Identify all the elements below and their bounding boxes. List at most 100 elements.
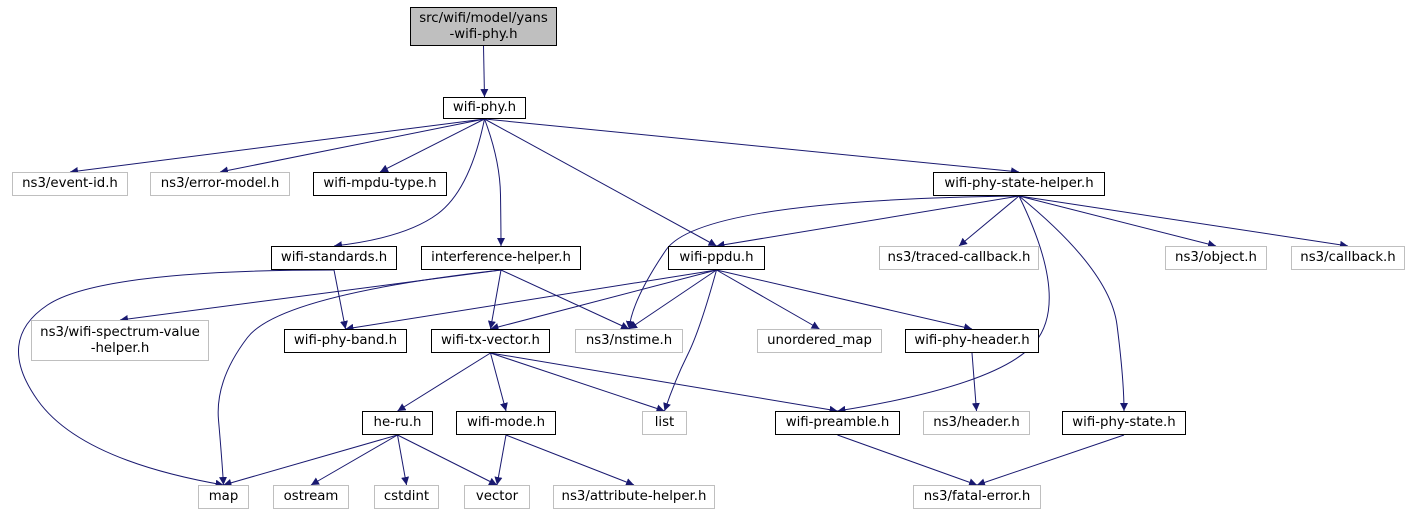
node-wifi-mpdu-type-h[interactable]: wifi-mpdu-type.h	[313, 172, 447, 196]
node-list: list	[642, 411, 687, 435]
edge-ppdu-to-band	[345, 269, 717, 332]
node-ns3-attribute-helper-h: ns3/attribute-helper.h	[553, 485, 715, 509]
node-wifi-phy-state-helper-h[interactable]: wifi-phy-state-helper.h	[933, 172, 1105, 196]
node-label: ns3/object.h	[1175, 250, 1257, 265]
edge-state-helper-to-traced-cb	[958, 195, 1020, 247]
edge-tx-vector-to-list	[490, 352, 665, 413]
node-he-ru-h[interactable]: he-ru.h	[362, 411, 433, 435]
edge-phy-state-to-fatal-error	[976, 434, 1125, 487]
node-wifi-phy-h[interactable]: wifi-phy.h	[443, 97, 526, 119]
node-map: map	[198, 485, 249, 509]
node-label: wifi-standards.h	[280, 250, 388, 265]
edge-state-helper-to-phy-state	[1018, 195, 1128, 412]
node-label: wifi-phy-header.h	[914, 333, 1030, 348]
edge-he-ru-to-ostream	[310, 434, 398, 486]
node-label: wifi-preamble.h	[785, 415, 890, 430]
edge-ppdu-to-nstime	[628, 269, 717, 330]
edge-state-helper-to-nstime	[625, 195, 1020, 330]
node-ns3-event-id-h: ns3/event-id.h	[12, 172, 128, 196]
node-label: wifi-mpdu-type.h	[323, 176, 437, 191]
node-wifi-preamble-h[interactable]: wifi-preamble.h	[775, 411, 900, 435]
edge-state-helper-to-preamble	[837, 195, 1050, 414]
node-ns3-object-h: ns3/object.h	[1165, 246, 1267, 270]
node-label: map	[208, 489, 239, 504]
edge-preamble-to-fatal-error	[837, 434, 978, 487]
node-label: ns3/wifi-spectrum-value -helper.h	[40, 324, 200, 356]
node-ns3-nstime-h: ns3/nstime.h	[575, 329, 683, 353]
edge-mode-to-attr-helper	[505, 434, 635, 486]
edge-ppdu-to-unordered-map	[716, 269, 820, 330]
node-label: ns3/callback.h	[1300, 250, 1396, 265]
node-yans-wifi-phy-h: src/wifi/model/yans -wifi-phy.h	[410, 7, 557, 46]
edge-state-helper-to-callback	[1018, 195, 1349, 249]
edge-phy-header-to-header	[971, 352, 980, 412]
edge-wifi-phy-to-interference	[484, 118, 505, 247]
edge-root-to-wifi-phy	[480, 45, 489, 98]
node-ns3-traced-callback-h: ns3/traced-callback.h	[879, 246, 1039, 270]
node-unordered-map: unordered_map	[757, 329, 882, 353]
edge-state-helper-to-ppdu	[716, 195, 1020, 249]
node-label: unordered_map	[767, 333, 872, 348]
edge-standards-to-band	[333, 269, 348, 330]
edge-ppdu-to-tx-vector	[490, 269, 717, 331]
edge-he-ru-to-map	[223, 434, 398, 487]
node-label: ns3/attribute-helper.h	[561, 489, 707, 504]
node-ns3-error-model-h: ns3/error-model.h	[150, 172, 290, 196]
edge-wifi-phy-to-ppdu	[484, 118, 717, 247]
edge-state-helper-to-object	[1018, 195, 1217, 248]
node-label: src/wifi/model/yans -wifi-phy.h	[419, 10, 548, 42]
node-wifi-phy-header-h[interactable]: wifi-phy-header.h	[905, 329, 1039, 353]
node-label: ns3/nstime.h	[585, 333, 673, 348]
edge-mode-to-vector	[494, 434, 507, 486]
edge-interference-to-tx-vector	[487, 269, 502, 330]
node-label: cstdint	[383, 489, 430, 504]
node-wifi-standards-h[interactable]: wifi-standards.h	[271, 246, 397, 270]
edge-wifi-phy-to-state-helper	[484, 118, 1020, 176]
node-cstdint: cstdint	[374, 485, 439, 509]
node-label: ns3/fatal-error.h	[923, 489, 1031, 504]
node-label: interference-helper.h	[431, 250, 571, 265]
edge-wifi-phy-to-event-id	[69, 118, 485, 175]
edge-tx-vector-to-mode	[490, 352, 508, 412]
node-label: wifi-ppdu.h	[679, 250, 754, 265]
node-label: ns3/error-model.h	[160, 176, 280, 191]
node-label: list	[654, 415, 675, 430]
edge-ppdu-to-list	[663, 269, 717, 412]
node-label: vector	[475, 489, 519, 504]
node-wifi-tx-vector-h[interactable]: wifi-tx-vector.h	[431, 329, 550, 353]
node-label: ns3/traced-callback.h	[887, 250, 1031, 265]
node-label: ns3/event-id.h	[22, 176, 118, 191]
node-wifi-phy-band-h[interactable]: wifi-phy-band.h	[284, 329, 407, 353]
node-ns3-callback-h: ns3/callback.h	[1291, 246, 1405, 270]
node-label: ostream	[283, 489, 339, 504]
edge-wifi-phy-to-error-model	[219, 118, 485, 175]
edge-he-ru-to-vector	[397, 434, 498, 486]
edge-wifi-phy-to-mpdu-type	[379, 118, 485, 173]
node-label: wifi-phy-band.h	[293, 333, 398, 348]
node-label: wifi-phy-state-helper.h	[944, 176, 1094, 191]
edge-interference-to-nstime	[500, 269, 630, 330]
node-wifi-phy-state-h[interactable]: wifi-phy-state.h	[1062, 411, 1186, 435]
edge-wifi-phy-to-standards	[333, 118, 485, 250]
node-label: wifi-mode.h	[466, 415, 546, 430]
edge-standards-to-map	[18, 269, 335, 488]
node-interference-helper-h[interactable]: interference-helper.h	[421, 246, 581, 270]
edge-he-ru-to-cstdint	[397, 434, 410, 486]
node-wifi-mode-h[interactable]: wifi-mode.h	[456, 411, 556, 435]
node-ostream: ostream	[273, 485, 349, 509]
edge-ppdu-to-phy-header	[716, 269, 973, 332]
edge-tx-vector-to-preamble	[490, 352, 838, 414]
edge-interference-to-map	[217, 269, 502, 486]
node-label: wifi-phy.h	[452, 100, 517, 115]
node-label: wifi-phy-state.h	[1072, 415, 1176, 430]
node-ns3-fatal-error-h: ns3/fatal-error.h	[913, 485, 1041, 509]
node-label: he-ru.h	[373, 415, 422, 430]
node-label: ns3/header.h	[933, 415, 1020, 430]
node-ns3-wifi-spectrum-value-helper-h: ns3/wifi-spectrum-value -helper.h	[31, 320, 209, 361]
node-vector: vector	[464, 485, 530, 509]
node-label: wifi-tx-vector.h	[441, 333, 540, 348]
edge-tx-vector-to-he-ru	[397, 352, 491, 412]
node-wifi-ppdu-h[interactable]: wifi-ppdu.h	[668, 246, 765, 270]
node-ns3-header-h: ns3/header.h	[923, 411, 1030, 435]
